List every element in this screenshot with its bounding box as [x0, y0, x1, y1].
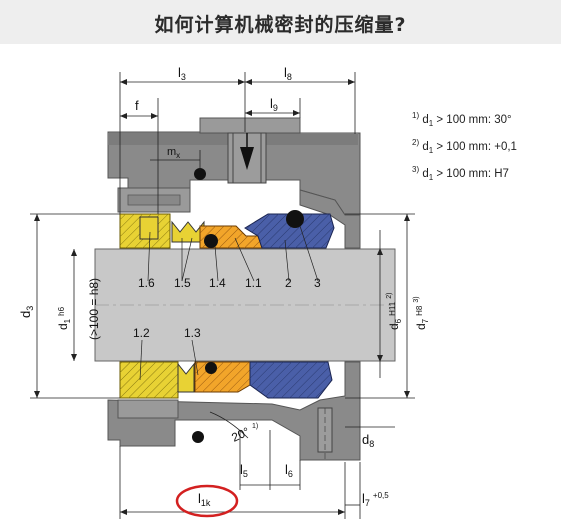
dimension-arrows	[34, 79, 410, 515]
o-ring-mid-bottom	[205, 362, 217, 374]
part-label-1-5: 1.5	[174, 276, 191, 290]
part-label-1-2: 1.2	[133, 326, 150, 340]
label-d7: d7H83)	[413, 296, 430, 330]
o-ring-blue-top	[286, 210, 304, 228]
dimension-lines	[30, 72, 415, 519]
part-numbers: 1.6 1.5 1.4 1.1 2 3 1.2 1.3	[133, 276, 321, 340]
spring-top	[171, 220, 205, 243]
label-l1k: l1k	[198, 491, 211, 508]
part-label-3: 3	[314, 276, 321, 290]
part-label-1-3: 1.3	[184, 326, 201, 340]
arrow-down-icon	[240, 147, 254, 170]
part-leaders	[139, 225, 319, 381]
o-ring-mid-top	[204, 234, 218, 248]
label-d3: d3	[18, 306, 35, 318]
part-label-1-4: 1.4	[209, 276, 226, 290]
o-ring-top-left	[194, 168, 206, 180]
label-f: f	[135, 98, 139, 113]
label-d8: d8	[362, 432, 374, 449]
label-l5: l5	[240, 462, 248, 479]
dimension-labels: l3 l8 l9 f mx d3 d1h6 (>100 = h8) d6H112…	[18, 65, 430, 508]
label-angle-ref: 1)	[252, 423, 258, 430]
note-1: 1) d1 > 100 mm: 30°	[412, 111, 512, 129]
label-d1-big: (>100 = h8)	[87, 278, 101, 340]
part-label-2: 2	[285, 276, 292, 290]
housing-step	[199, 117, 301, 134]
label-l3: l3	[178, 65, 186, 82]
housing-right	[299, 189, 361, 249]
note-2: 2) d1 > 100 mm: +0,1	[412, 138, 517, 156]
title-bar	[0, 0, 561, 44]
label-angle: 20°	[229, 424, 252, 444]
page-title: 如何计算机械密封的压缩量?	[154, 14, 407, 36]
o-ring-bottom-left	[192, 431, 204, 443]
note-3: 3) d1 > 100 mm: H7	[412, 165, 509, 183]
part-label-1-6: 1.6	[138, 276, 155, 290]
highlight-circle	[175, 484, 239, 518]
footnotes: 1) d1 > 100 mm: 30° 2) d1 > 100 mm: +0,1…	[412, 106, 517, 187]
label-l6: l6	[285, 462, 293, 479]
part-label-1-1: 1.1	[245, 276, 262, 290]
label-d1: d1h6	[56, 306, 72, 330]
label-mx: mx	[167, 146, 180, 160]
label-l8: l8	[284, 65, 292, 82]
label-d6: d6H112)	[386, 293, 403, 330]
label-l9: l9	[270, 96, 278, 113]
mechanical-seal-diagram: 1.6 1.5 1.4 1.1 2 3 1.2 1.3 l3 l8 l9 f m…	[18, 65, 430, 519]
label-l7: l7+0,5	[362, 491, 389, 508]
spring-bottom	[177, 362, 195, 393]
sleeve-bottom	[117, 399, 179, 419]
